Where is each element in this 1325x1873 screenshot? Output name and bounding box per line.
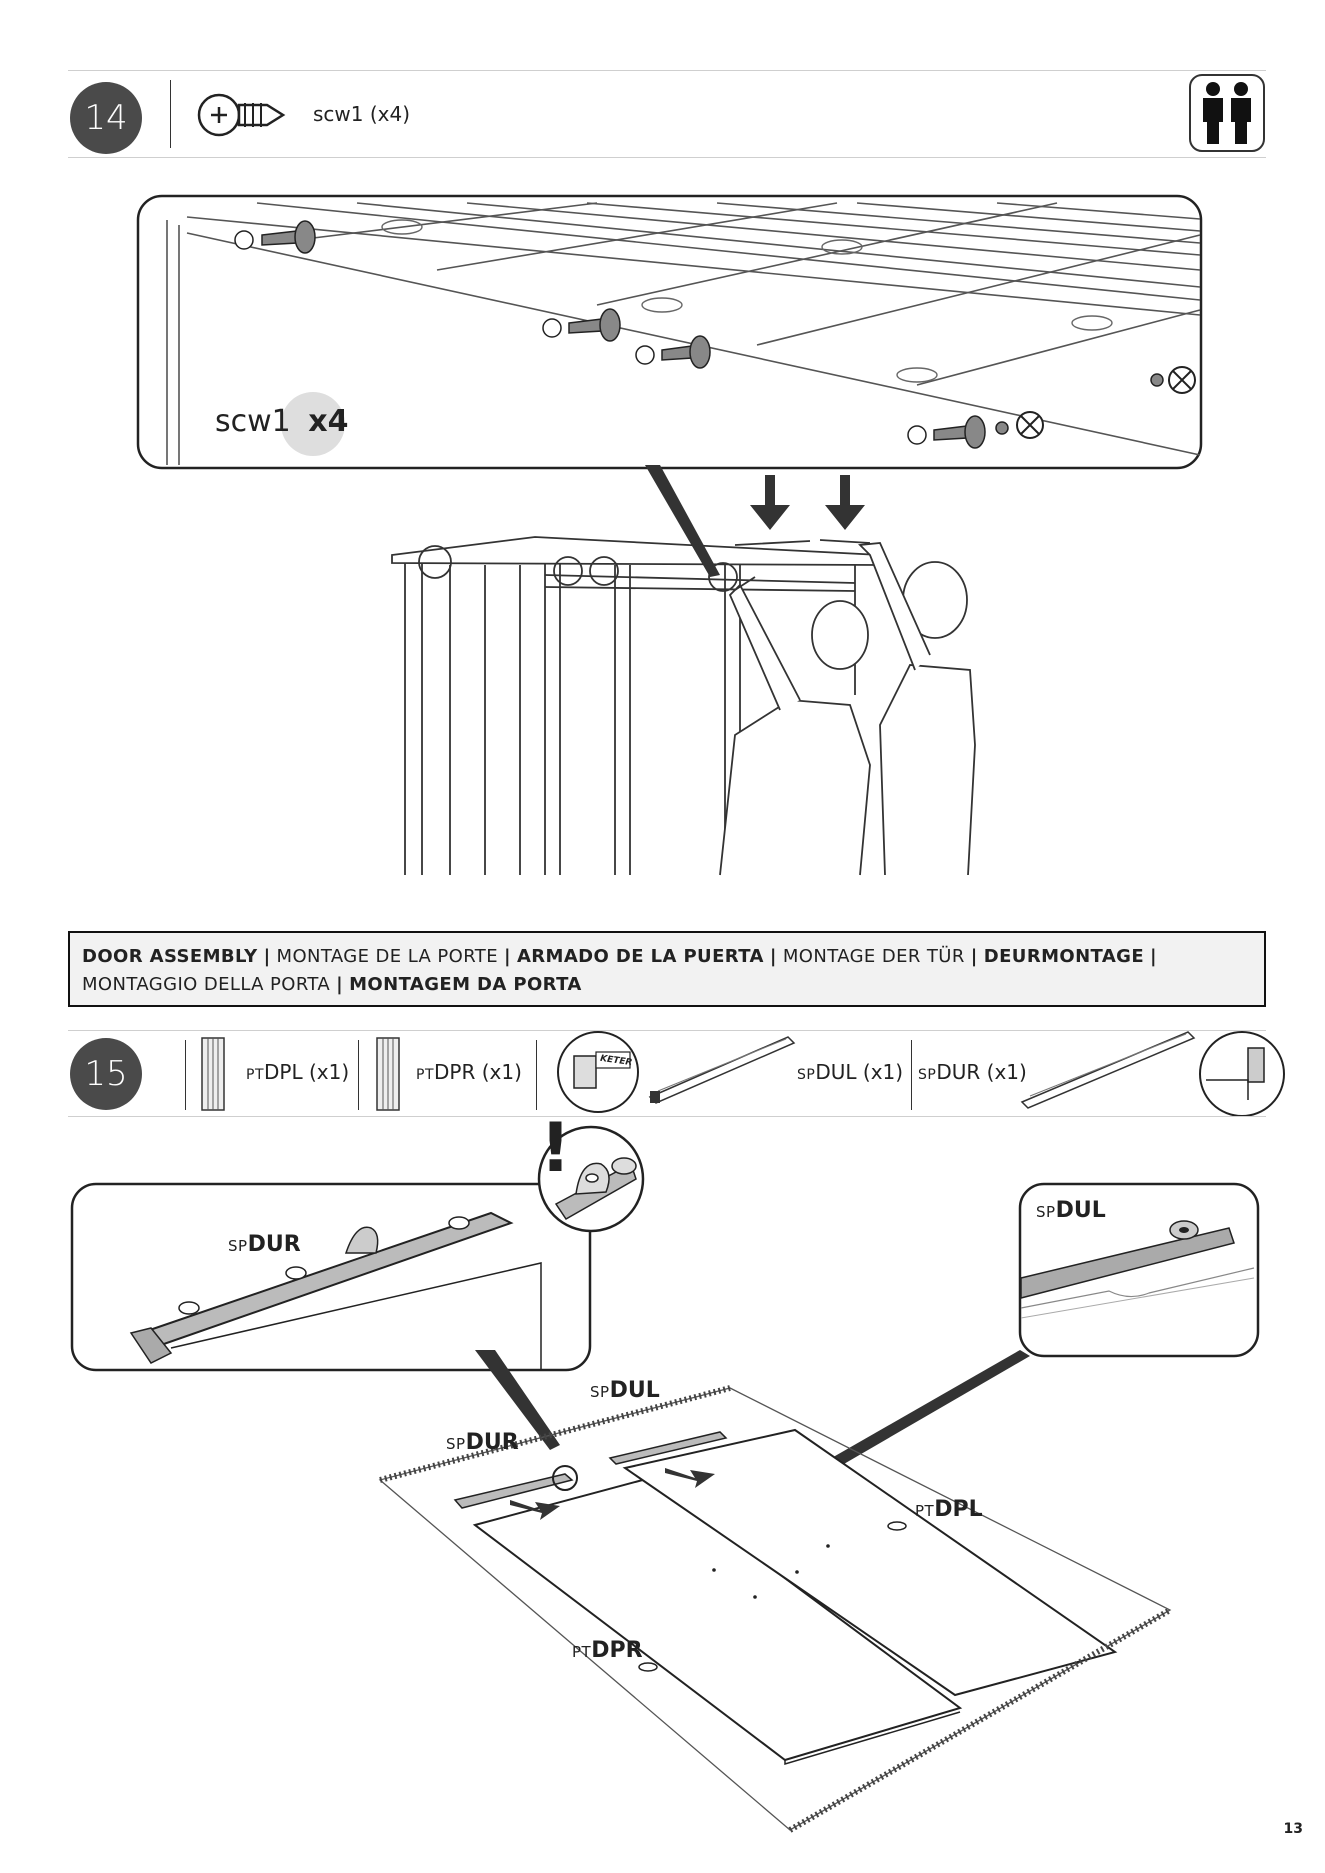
title-separator: | — [336, 974, 343, 995]
callout-box-dur — [71, 1183, 591, 1373]
two-persons-icon — [1189, 74, 1265, 152]
step15-separator-4 — [911, 1040, 912, 1110]
step14-top-rule — [68, 70, 1266, 71]
diagram-label-dpl: PTDPL — [915, 1497, 983, 1522]
hinge-detail-icon-right — [1198, 1030, 1286, 1118]
title-separator: | — [770, 946, 777, 967]
diagram-label-dul: SPDUL — [590, 1378, 660, 1403]
step14-part-label: scw1 (x4) — [313, 102, 410, 126]
title-fr: MONTAGE DE LA PORTE — [277, 946, 498, 967]
door-assembly-illustration — [380, 1350, 1180, 1870]
step15-bottom-rule — [68, 1116, 1266, 1117]
title-separator: | — [504, 946, 511, 967]
diagram-label-dpr: PTDPR — [572, 1638, 643, 1663]
title-es: ARMADO DE LA PUERTA — [517, 946, 764, 967]
step15-separator-2 — [358, 1040, 359, 1110]
section-title-bar: DOOR ASSEMBLY | MONTAGE DE LA PORTE | ARMADO… — [68, 931, 1266, 1007]
step14-bottom-rule — [68, 157, 1266, 158]
diagram-label-dur: SPDUR — [446, 1430, 519, 1455]
page-number: 13 — [1284, 1821, 1303, 1837]
step14-separator — [170, 80, 171, 148]
door-panel-right-icon — [375, 1036, 403, 1112]
step15-separator-3 — [536, 1040, 537, 1110]
upper-rail-right-icon — [1020, 1030, 1200, 1110]
callout-label-dur: SPDUR — [228, 1232, 301, 1257]
title-nl: DEURMONTAGE — [984, 946, 1144, 967]
screw-icon — [195, 85, 290, 145]
step14-shed-illustration — [390, 465, 990, 875]
hinge-detail-icon-keter — [556, 1030, 640, 1114]
part-label-dpl: PTDPL (x1) — [246, 1060, 349, 1084]
title-de: MONTAGE DER TÜR — [783, 946, 965, 967]
step14-number: 14 — [70, 82, 142, 154]
upper-rail-left-icon — [648, 1035, 798, 1105]
title-separator: | — [264, 946, 271, 967]
title-en: DOOR ASSEMBLY — [82, 946, 258, 967]
part-label-dur: SPDUR (x1) — [918, 1060, 1027, 1084]
title-pt: MONTAGEM DA PORTA — [349, 974, 582, 995]
step15-number: 15 — [70, 1038, 142, 1110]
title-separator: | — [971, 946, 978, 967]
step14-callout-label: scw1 x4 — [215, 404, 349, 439]
exclamation-icon: ! — [540, 1115, 571, 1183]
step15-separator-1 — [185, 1040, 186, 1110]
part-label-dul: SPDUL (x1) — [797, 1060, 903, 1084]
title-it: MONTAGGIO DELLA PORTA — [82, 974, 330, 995]
callout-label-dul: SPDUL — [1036, 1198, 1106, 1223]
step14-callout-code: scw1 — [215, 404, 291, 439]
door-panel-left-icon — [200, 1036, 228, 1112]
part-label-dpr: PTDPR (x1) — [416, 1060, 522, 1084]
title-separator: | — [1150, 946, 1157, 967]
step14-callout-qty: x4 — [308, 404, 348, 439]
